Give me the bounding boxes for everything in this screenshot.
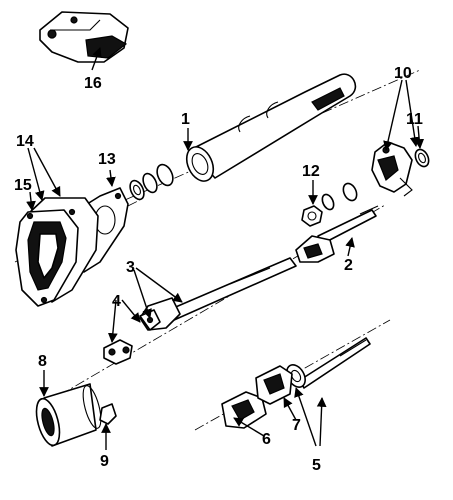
callout-5: 5 bbox=[312, 457, 321, 474]
callout-4: 4 bbox=[112, 293, 121, 310]
part-14-15-boot-seal bbox=[15, 197, 99, 307]
part-12-nut bbox=[301, 182, 358, 227]
callout-7: 7 bbox=[292, 417, 301, 434]
callout-14: 14 bbox=[16, 133, 34, 150]
part-10-upper-housing bbox=[371, 141, 413, 197]
callout-10: 10 bbox=[394, 65, 412, 82]
callout-3: 3 bbox=[126, 259, 135, 276]
callout-2: 2 bbox=[344, 257, 353, 274]
part-11-bearing bbox=[414, 148, 430, 168]
leader-lines bbox=[26, 47, 425, 450]
part-3-intermediate-shaft bbox=[139, 257, 297, 331]
part-5-lower-shaft bbox=[286, 337, 371, 389]
callout-12: 12 bbox=[302, 163, 320, 180]
callout-11: 11 bbox=[406, 111, 423, 128]
callout-13: 13 bbox=[98, 151, 116, 168]
part-1-column-jacket bbox=[185, 73, 357, 182]
callout-9: 9 bbox=[100, 453, 109, 470]
part-16-bracket bbox=[39, 11, 129, 63]
callout-16: 16 bbox=[84, 75, 102, 92]
part-9-clip bbox=[99, 403, 117, 425]
part-2-upper-shaft bbox=[295, 205, 379, 263]
callout-15: 15 bbox=[14, 177, 32, 194]
rings-and-washers bbox=[129, 163, 174, 201]
part-6-7-couplings bbox=[221, 365, 293, 429]
callout-6: 6 bbox=[262, 431, 271, 448]
part-4-clamp-joints bbox=[103, 309, 161, 365]
callout-labels: 16 1 13 14 15 10 11 12 2 3 4 8 9 6 7 5 bbox=[14, 65, 423, 474]
callout-8: 8 bbox=[38, 353, 47, 370]
part-8-adapter bbox=[35, 383, 102, 447]
callout-1: 1 bbox=[181, 111, 190, 128]
